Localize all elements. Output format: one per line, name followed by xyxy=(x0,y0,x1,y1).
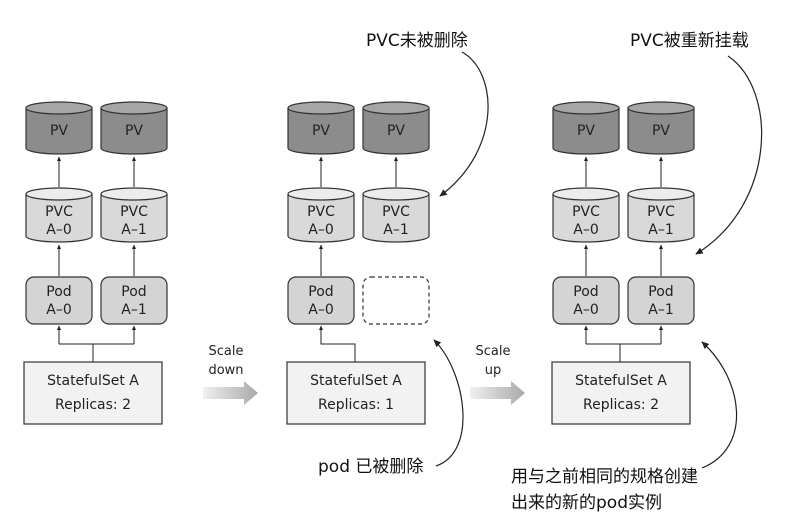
statefulset-box: StatefulSet A Replicas: 2 xyxy=(551,361,691,425)
pv-a0-cylinder: PV xyxy=(25,101,93,155)
stage-1: PV PV PVC A–0 PVC A–1 Pod A–0 xyxy=(23,101,168,425)
pod-a1: Pod A–1 xyxy=(627,276,695,325)
annotation-text: PVC未被删除 xyxy=(366,31,468,51)
pv-a0-cylinder: PV xyxy=(287,101,355,155)
pvc-a0-cylinder: PVC A–0 xyxy=(25,187,93,243)
annotation-pvc-not-deleted: PVC未被删除 xyxy=(366,31,489,197)
pod-label: Pod xyxy=(648,284,673,300)
pv-label: PV xyxy=(387,123,405,139)
stage-3: PV PV PVC A–0 PVC A–1 Pod A–0 Pod xyxy=(551,101,695,425)
pod-id: A–0 xyxy=(308,302,333,318)
pv-a1-cylinder: PV xyxy=(362,101,430,155)
pod-id: A–1 xyxy=(648,302,673,318)
statefulset-box: StatefulSet A Replicas: 2 xyxy=(23,361,163,425)
statefulset-name: StatefulSet A xyxy=(575,373,667,389)
pvc-label: PVC xyxy=(120,204,148,220)
pvc-a0-cylinder: PVC A–0 xyxy=(552,187,620,243)
annotation-curved-arrow xyxy=(433,339,464,467)
pvc-id: A–1 xyxy=(121,222,146,238)
connector xyxy=(320,336,356,362)
pvc-label: PVC xyxy=(647,204,675,220)
pod-a1: Pod A–1 xyxy=(100,276,168,325)
pvc-label: PVC xyxy=(307,204,335,220)
statefulset-replicas: Replicas: 1 xyxy=(318,397,394,413)
pvc-a1-cylinder: PVC A–1 xyxy=(627,187,695,243)
scale-up-arrow-icon xyxy=(470,381,525,405)
pod-a0: Pod A–0 xyxy=(25,276,93,325)
scale-up-transition: Scale up xyxy=(470,344,525,405)
pvc-id: A–1 xyxy=(383,222,408,238)
pvc-id: A–1 xyxy=(648,222,673,238)
pv-label: PV xyxy=(50,123,68,139)
pv-a0-cylinder: PV xyxy=(552,101,620,155)
statefulset-box: StatefulSet A Replicas: 1 xyxy=(286,361,426,425)
statefulset-replicas: Replicas: 2 xyxy=(583,397,659,413)
pv-label: PV xyxy=(312,123,330,139)
pod-id: A–0 xyxy=(573,302,598,318)
scale-direction: down xyxy=(208,363,243,378)
scale-direction: up xyxy=(485,363,502,378)
pvc-id: A–0 xyxy=(308,222,333,238)
scale-down-arrow-icon xyxy=(203,381,258,405)
pvc-label: PVC xyxy=(382,204,410,220)
pod-id: A–1 xyxy=(121,302,146,318)
pod-label: Pod xyxy=(46,284,71,300)
annotation-text-line2: 出来的新的pod实例 xyxy=(511,493,662,513)
pvc-id: A–0 xyxy=(573,222,598,238)
scale-down-transition: Scale down xyxy=(203,344,258,405)
pv-a1-cylinder: PV xyxy=(627,101,695,155)
annotation-curved-arrow xyxy=(701,341,738,469)
pvc-a0-cylinder: PVC A–0 xyxy=(287,187,355,243)
pod-a0: Pod A–0 xyxy=(287,276,355,325)
pvc-a1-cylinder: PVC A–1 xyxy=(100,187,168,243)
annotation-pod-deleted: pod 已被删除 xyxy=(318,339,464,477)
statefulset-replicas: Replicas: 2 xyxy=(55,397,131,413)
pvc-id: A–0 xyxy=(46,222,71,238)
statefulset-name: StatefulSet A xyxy=(47,373,139,389)
pod-label: Pod xyxy=(121,284,146,300)
pod-label: Pod xyxy=(308,284,333,300)
annotation-text-line1: 用与之前相同的规格创建 xyxy=(511,467,698,487)
fork-connector xyxy=(585,336,662,362)
pod-a0: Pod A–0 xyxy=(552,276,620,325)
fork-connector xyxy=(58,327,135,362)
statefulset-name: StatefulSet A xyxy=(310,373,402,389)
annotation-pvc-remounted: PVC被重新挂载 xyxy=(630,31,763,255)
annotation-new-pod: 用与之前相同的规格创建 出来的新的pod实例 xyxy=(511,341,738,513)
pv-label: PV xyxy=(125,123,143,139)
pvc-label: PVC xyxy=(45,204,73,220)
stage-2: PV PV PVC A–0 PVC A–1 Pod A–0 xyxy=(286,101,430,425)
annotation-text: PVC被重新挂载 xyxy=(630,31,749,51)
scale-label: Scale xyxy=(476,344,511,359)
annotation-curved-arrow xyxy=(695,55,763,255)
pv-label: PV xyxy=(652,123,670,139)
pod-id: A–0 xyxy=(46,302,71,318)
pvc-label: PVC xyxy=(572,204,600,220)
pv-label: PV xyxy=(577,123,595,139)
pv-a1-cylinder: PV xyxy=(100,101,168,155)
deleted-pod-placeholder xyxy=(362,276,430,325)
annotation-text: pod 已被删除 xyxy=(318,457,423,477)
annotation-curved-arrow xyxy=(439,51,489,197)
scale-label: Scale xyxy=(209,344,244,359)
pod-label: Pod xyxy=(573,284,598,300)
pvc-a1-cylinder: PVC A–1 xyxy=(362,187,430,243)
